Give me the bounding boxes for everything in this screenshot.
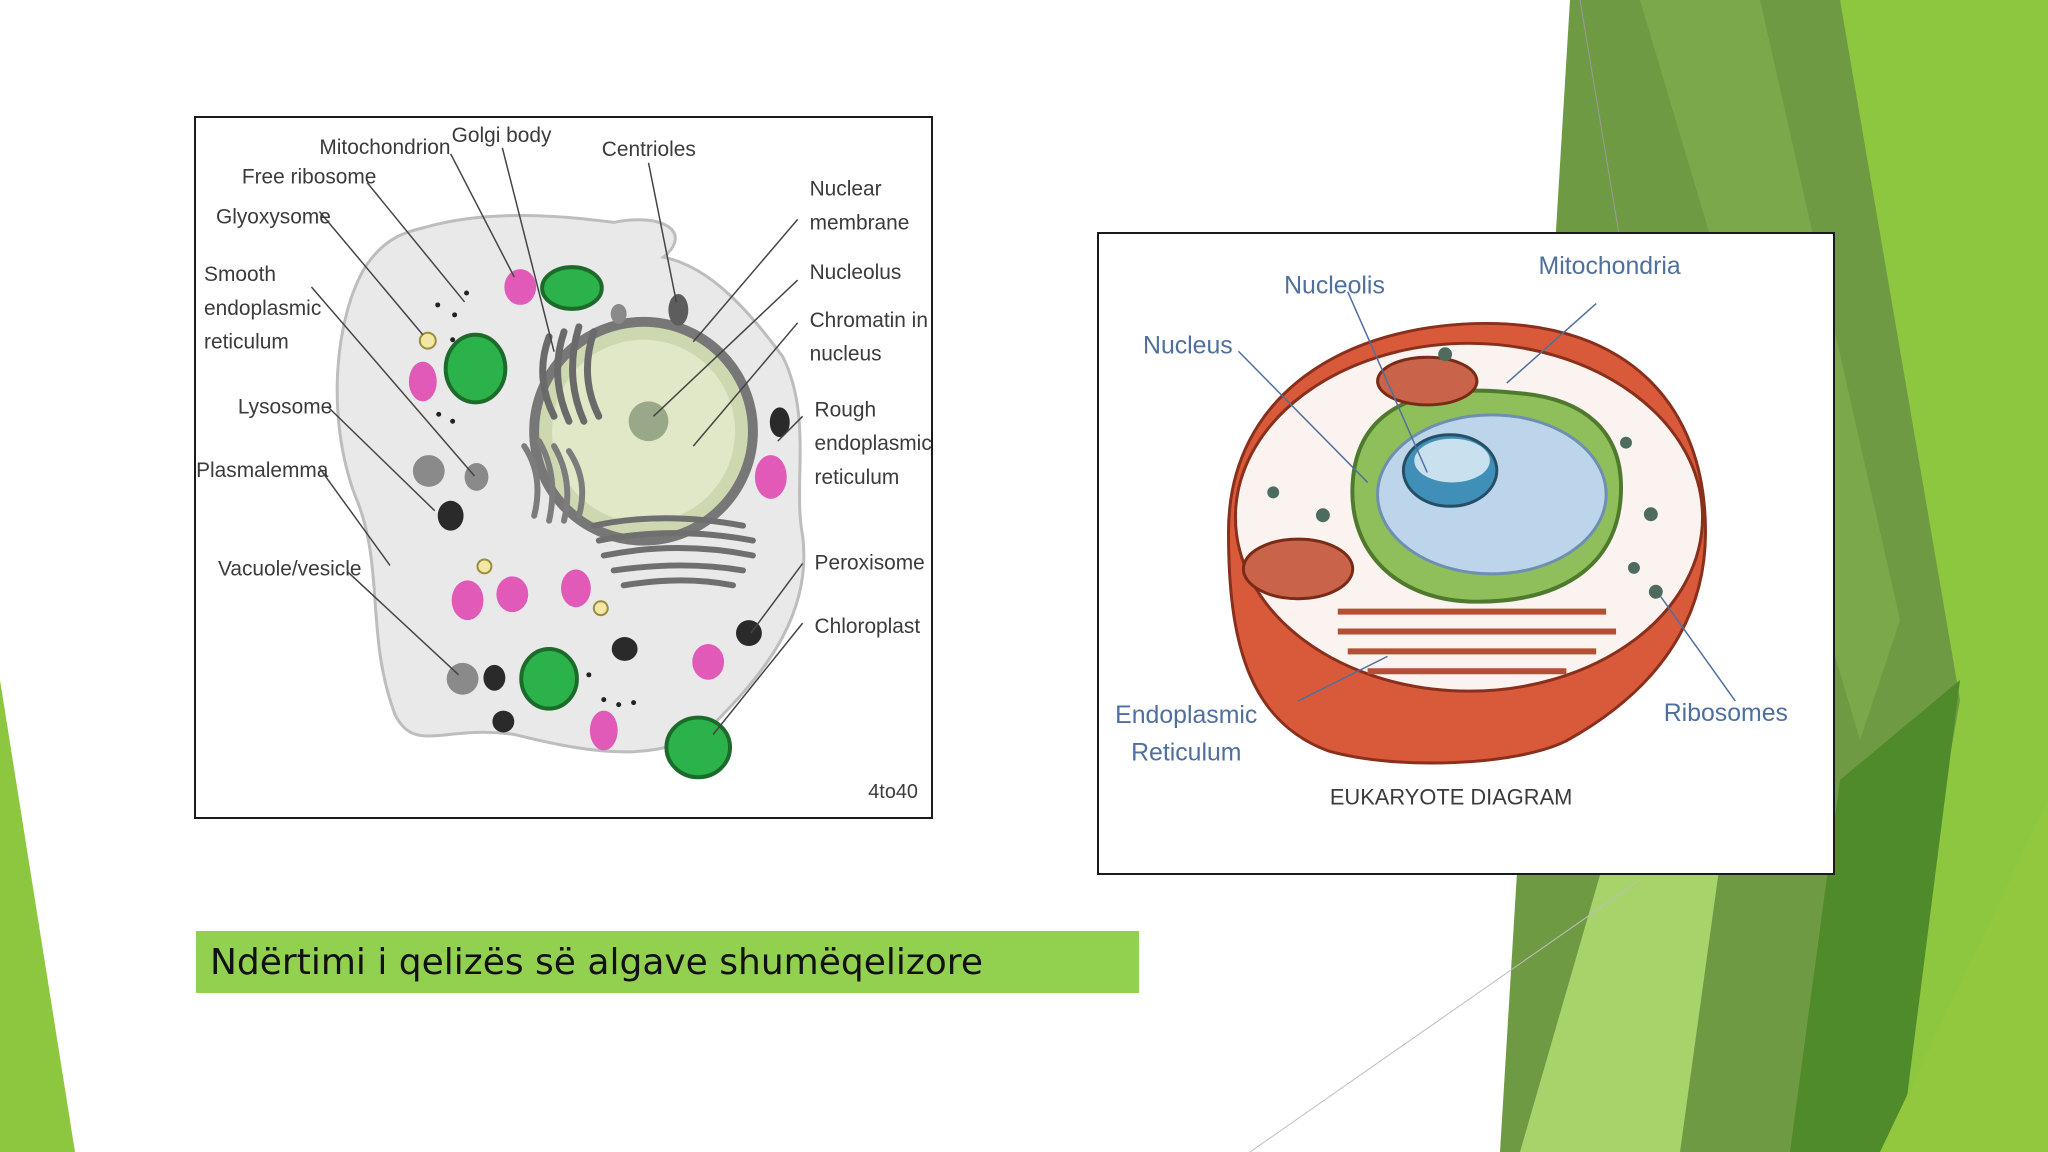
right-pale-green-facet [1520, 790, 1730, 1152]
vesicles-pink [408, 269, 787, 751]
mitochondrion-left [1241, 537, 1355, 601]
label-nucleolis: Nucleolis [1284, 273, 1385, 300]
label-chloroplast: Chloroplast [815, 615, 921, 638]
eukaryote-cell-diagram: Nucleolis Mitochondria Nucleus Endoplasm… [1097, 232, 1835, 875]
smooth-er [521, 438, 586, 524]
label-centrioles: Centrioles [602, 138, 696, 161]
label-plasmalemma: Plasmalemma [196, 459, 329, 482]
ribosome-dots [435, 290, 637, 708]
label-chromatin-line2: nucleus [810, 343, 882, 366]
label-mitochondria: Mitochondria [1539, 253, 1681, 280]
centriole-shape [668, 293, 689, 326]
right-deep-green-facet [1790, 680, 1960, 1152]
plant-cell-drawing: Mitochondrion Golgi body Centrioles Free… [196, 124, 931, 803]
chloroplasts [443, 265, 733, 780]
mitochondrion-top [1376, 355, 1479, 407]
label-nuclear-membrane-line1: Nuclear [810, 178, 882, 201]
slide-caption-box: Ndërtimi i qelizës së algave shumëqelizo… [196, 931, 1139, 993]
label-endoplasmic: Endoplasmic [1115, 702, 1257, 729]
label-smooth-er-line2: endoplasmic [204, 297, 321, 320]
slide-caption-text: Ndërtimi i qelizës së algave shumëqelizo… [210, 941, 983, 983]
thin-line-upper [1579, 0, 1621, 241]
left-green-stripe [0, 680, 75, 1152]
nucleolus-center [1414, 438, 1490, 483]
plant-cell-diagram: Mitochondrion Golgi body Centrioles Free… [194, 116, 933, 819]
label-reticulum: Reticulum [1131, 740, 1241, 767]
rough-er [590, 515, 756, 589]
label-credit: 4to40 [868, 781, 918, 803]
label-glyoxysome: Glyoxysome [216, 205, 331, 228]
label-lysosome: Lysosome [238, 395, 332, 418]
eukaryote-diagram-title: EUKARYOTE DIAGRAM [1330, 784, 1573, 809]
label-nucleolus: Nucleolus [810, 261, 902, 284]
label-mitochondrion: Mitochondrion [319, 136, 450, 159]
ribosome-granules [1267, 347, 1663, 599]
label-rough-er-line3: reticulum [815, 466, 900, 489]
rough-er-folds [1337, 608, 1617, 675]
label-nuclear-membrane-line2: membrane [810, 211, 910, 234]
label-vacuole-vesicle: Vacuole/vesicle [218, 557, 362, 580]
label-ribosomes: Ribosomes [1664, 700, 1788, 727]
label-rough-er-line1: Rough [815, 398, 877, 421]
glyoxysomes [418, 331, 609, 617]
label-nucleus: Nucleus [1143, 332, 1233, 359]
dark-organelles [437, 407, 790, 733]
label-peroxisome: Peroxisome [815, 551, 925, 574]
label-rough-er-line2: endoplasmic [815, 432, 931, 455]
thin-line-lower [1249, 879, 1641, 1152]
right-bright-green-facet [1880, 800, 2048, 1152]
right-mid-green-facet [1840, 0, 2048, 1152]
leader-lines [310, 147, 804, 735]
label-chromatin-line1: Chromatin in [810, 309, 928, 332]
right-leader-lines [1237, 291, 1736, 702]
label-smooth-er-line1: Smooth [204, 263, 276, 286]
label-smooth-er-line3: reticulum [204, 331, 289, 354]
eukaryote-cell-drawing: Nucleolis Mitochondria Nucleus Endoplasm… [1115, 253, 1788, 810]
golgi-body [539, 323, 603, 425]
label-free-ribosome: Free ribosome [242, 166, 377, 189]
label-golgi-body: Golgi body [452, 124, 552, 147]
